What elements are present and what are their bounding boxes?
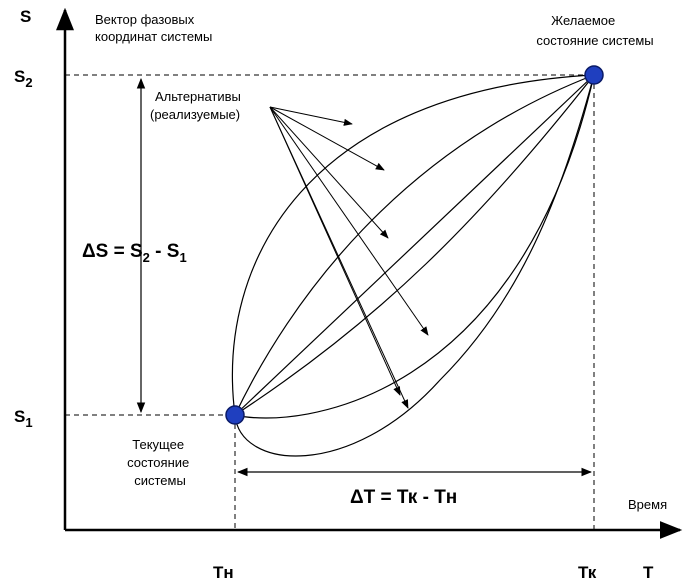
tick-s1-sub: 1	[25, 415, 32, 430]
tick-s1: S1	[14, 407, 33, 430]
y-axis-label: S	[20, 7, 31, 26]
tick-tk: Тк	[578, 563, 597, 582]
end-state-point	[584, 65, 604, 85]
end-state-label: Желаемое состояние системы	[536, 13, 653, 48]
trajectory-2	[234, 74, 595, 416]
end-state-line2: состояние системы	[536, 33, 653, 48]
start-state-line2: состояние	[127, 455, 189, 470]
delta-s-formula: ΔS = S2 - S1	[82, 241, 187, 265]
guide-lines	[65, 74, 595, 530]
alternatives-label: Альтернативы (реализуемые)	[150, 89, 245, 122]
delta-s-sub-a: 2	[143, 250, 150, 265]
start-state-line1: Текущее	[132, 437, 184, 452]
alternative-pointers	[269, 106, 429, 409]
start-state-point	[225, 405, 245, 425]
trajectory-3	[234, 74, 595, 416]
delta-s-prefix: ΔS = S	[82, 241, 143, 262]
start-state-label: Текущее состояние системы	[127, 437, 193, 488]
tick-tn: Тн	[213, 563, 234, 582]
tick-s2-sub: 2	[25, 75, 32, 90]
y-caption: Вектор фазовых координат системы	[95, 12, 212, 44]
y-caption-line2: координат системы	[95, 29, 212, 44]
x-caption: Время	[628, 497, 667, 512]
alternatives-line2: (реализуемые)	[150, 107, 240, 122]
tick-s2-main: S	[14, 67, 25, 86]
trajectories	[231, 74, 595, 457]
x-axis-label: T	[643, 563, 654, 582]
end-state-line1: Желаемое	[551, 13, 615, 28]
trajectory-4	[234, 74, 595, 416]
delta-t-formula: ΔT = Тк - Тн	[350, 487, 457, 508]
trajectory-6	[234, 74, 595, 457]
delta-s-middle: - S	[150, 241, 180, 262]
tick-s1-main: S	[14, 407, 25, 426]
alternatives-line1: Альтернативы	[155, 89, 241, 104]
trajectory-1	[231, 74, 595, 416]
start-state-line3: системы	[134, 473, 186, 488]
y-caption-line1: Вектор фазовых	[95, 12, 195, 27]
delta-s-sub-b: 1	[179, 250, 186, 265]
tick-s2: S2	[14, 67, 33, 90]
